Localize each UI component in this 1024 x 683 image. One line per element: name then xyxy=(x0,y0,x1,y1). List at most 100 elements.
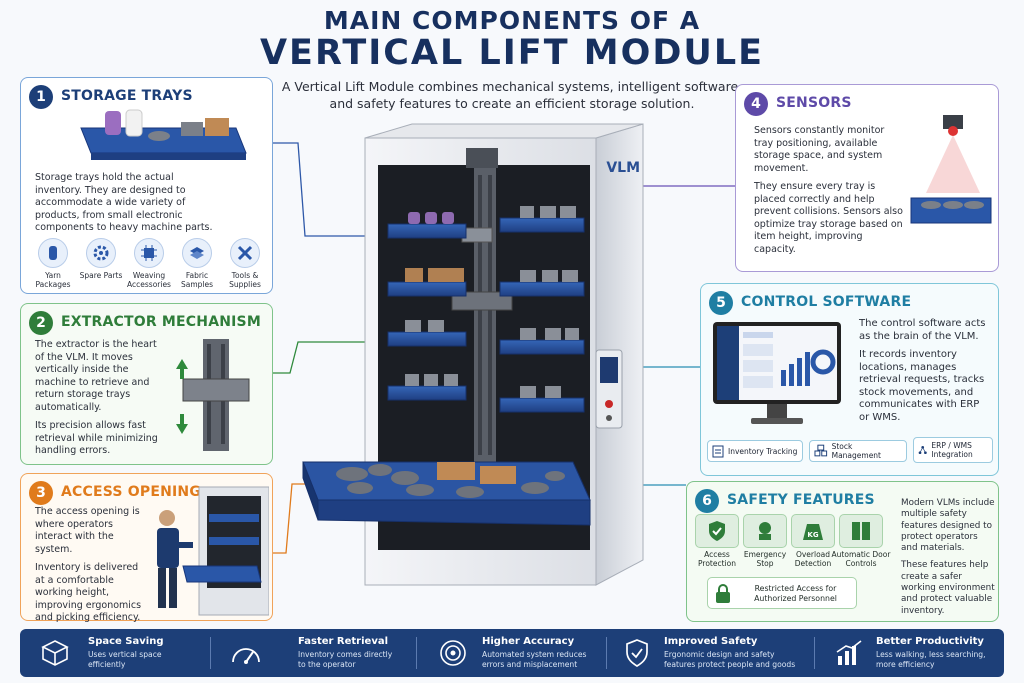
software-title: CONTROL SOFTWARE xyxy=(741,294,912,310)
benefit-desc: Ergonomic design and safety features pro… xyxy=(664,650,796,669)
storage-trays-title: STORAGE TRAYS xyxy=(61,88,193,104)
extractor-number: 2 xyxy=(29,311,53,335)
safety-label-door: Automatic Door Controls xyxy=(831,550,891,568)
safety-feature-access xyxy=(695,514,739,548)
icon-item-weaving: Weaving Accessories xyxy=(125,238,173,289)
benefit-improved-safety: Improved Safety Ergonomic design and saf… xyxy=(606,629,814,677)
bar-chart-icon xyxy=(836,640,862,665)
icon-label: Fabric Samples xyxy=(180,271,214,289)
benefit-desc: Less walking, less searching, more effic… xyxy=(876,650,986,669)
boxes-icon xyxy=(814,444,828,457)
fabric-icon xyxy=(190,247,204,259)
gear-icon xyxy=(93,245,109,261)
pill-stock-management: Stock Management xyxy=(809,440,907,462)
icon-label: Weaving Accessories xyxy=(127,271,171,289)
clipboard-icon xyxy=(712,445,724,458)
sensors-title: SENSORS xyxy=(776,95,852,111)
divider xyxy=(210,637,211,669)
sensors-text-2: They ensure every tray is placed correct… xyxy=(754,181,903,255)
icon-label: Yarn Packages xyxy=(35,271,71,289)
safety-card: 6 SAFETY FEATURES Access Protection Emer… xyxy=(686,481,999,622)
software-text: The control software acts as the brain o… xyxy=(859,318,992,430)
arrow-down-icon xyxy=(176,424,188,434)
safety-feature-door xyxy=(839,514,883,548)
benefit-desc: Inventory comes directly to the operator xyxy=(298,650,393,669)
icon-item-yarn: Yarn Packages xyxy=(29,238,77,289)
safety-text: Modern VLMs include multiple safety feat… xyxy=(901,498,997,623)
divider xyxy=(606,637,607,669)
benefits-banner: Space Saving Uses vertical space efficie… xyxy=(20,629,1004,677)
benefit-title: Faster Retrieval xyxy=(298,636,389,647)
benefit-desc: Automated system reduces errors and misp… xyxy=(482,650,587,669)
storage-trays-text: Storage trays hold the actual inventory.… xyxy=(35,172,213,233)
weight-kg-label: KG xyxy=(807,531,818,539)
safety-feature-overload: KG xyxy=(791,514,835,548)
sensors-text: Sensors constantly monitor tray position… xyxy=(754,125,904,262)
benefit-title: Space Saving xyxy=(88,636,164,647)
benefit-higher-accuracy: Higher Accuracy Automated system reduces… xyxy=(416,629,606,677)
benefit-title: Higher Accuracy xyxy=(482,636,575,647)
speedometer-icon xyxy=(232,648,260,664)
pill-label: ERP / WMS Integration xyxy=(931,441,973,459)
icon-item-tools: Tools & Supplies xyxy=(221,238,269,289)
weight-kg-icon: KG xyxy=(803,524,823,540)
extractor-text: The extractor is the heart of the VLM. I… xyxy=(35,339,168,464)
benefit-title: Improved Safety xyxy=(664,636,758,647)
vlm-brand-label: VLM xyxy=(606,160,640,176)
arrow-up-icon xyxy=(176,359,188,369)
sensor-illustration xyxy=(910,115,992,224)
software-card: 5 CONTROL SOFTWARE The control software … xyxy=(700,283,999,476)
pill-label: Stock Management xyxy=(831,442,881,460)
icon-label: Spare Parts xyxy=(79,271,123,280)
connector-access xyxy=(273,483,310,554)
monitor-illustration xyxy=(713,322,841,424)
icon-item-spare-parts: Spare Parts xyxy=(77,238,125,289)
software-text-2: It records inventory locations, manages … xyxy=(859,349,985,423)
title-line-2: VERTICAL LIFT MODULE xyxy=(259,33,765,73)
restricted-access-box: Restricted Access for Authorized Personn… xyxy=(707,577,857,609)
extractor-illustration xyxy=(176,339,250,451)
divider xyxy=(416,637,417,669)
door-icon xyxy=(852,522,870,540)
restricted-access-label: Restricted Access for Authorized Personn… xyxy=(754,584,837,603)
icon-label: Tools & Supplies xyxy=(229,271,261,289)
sensors-card: 4 SENSORS Sensors constantly monitor tra… xyxy=(735,84,999,272)
safety-number: 6 xyxy=(695,489,719,513)
storage-trays-icons: Yarn Packages Spare Parts Weaving Access… xyxy=(29,238,269,289)
sensors-number: 4 xyxy=(744,92,768,116)
benefit-faster-retrieval: Faster Retrieval Inventory comes directl… xyxy=(216,629,412,677)
storage-trays-card: 1 STORAGE TRAYS Storage trays hold the a… xyxy=(20,77,273,294)
sensors-text-1: Sensors constantly monitor tray position… xyxy=(754,125,885,174)
benefit-title: Better Productivity xyxy=(876,636,984,647)
extractor-title: EXTRACTOR MECHANISM xyxy=(61,314,261,330)
title-line-1: MAIN COMPONENTS OF A xyxy=(323,6,701,35)
software-text-1: The control software acts as the brain o… xyxy=(859,318,986,342)
safety-title: SAFETY FEATURES xyxy=(727,492,875,508)
benefit-better-productivity: Better Productivity Less walking, less s… xyxy=(814,629,1004,677)
lock-icon xyxy=(716,584,730,603)
access-text-2: Inventory is delivered at a comfortable … xyxy=(35,562,142,623)
access-title: ACCESS OPENING xyxy=(61,484,202,500)
network-icon xyxy=(918,445,927,455)
extractor-text-1: The extractor is the heart of the VLM. I… xyxy=(35,339,157,413)
divider xyxy=(814,637,815,669)
yarn-icon xyxy=(49,246,57,260)
emergency-stop-icon xyxy=(759,522,771,540)
software-number: 5 xyxy=(709,291,733,315)
shield-check-icon xyxy=(709,521,725,541)
benefit-space-saving: Space Saving Uses vertical space efficie… xyxy=(20,629,216,677)
shield-icon xyxy=(626,639,648,667)
access-text-1: The access opening is where operators in… xyxy=(35,506,140,555)
icon-item-fabric: Fabric Samples xyxy=(173,238,221,289)
pill-erp-wms: ERP / WMS Integration xyxy=(913,437,993,463)
storage-tray-illustration xyxy=(80,109,247,160)
subtitle: A Vertical Lift Module combines mechanic… xyxy=(281,79,743,111)
safety-label-access: Access Protection xyxy=(698,550,736,568)
tools-icon xyxy=(237,245,253,261)
safety-label-overload: Overload Detection xyxy=(794,550,832,568)
safety-text-1: Modern VLMs include multiple safety feat… xyxy=(901,498,995,554)
benefit-desc: Uses vertical space efficiently xyxy=(88,650,162,669)
safety-label-estop: Emergency Stop xyxy=(743,550,787,568)
access-number: 3 xyxy=(29,481,53,505)
